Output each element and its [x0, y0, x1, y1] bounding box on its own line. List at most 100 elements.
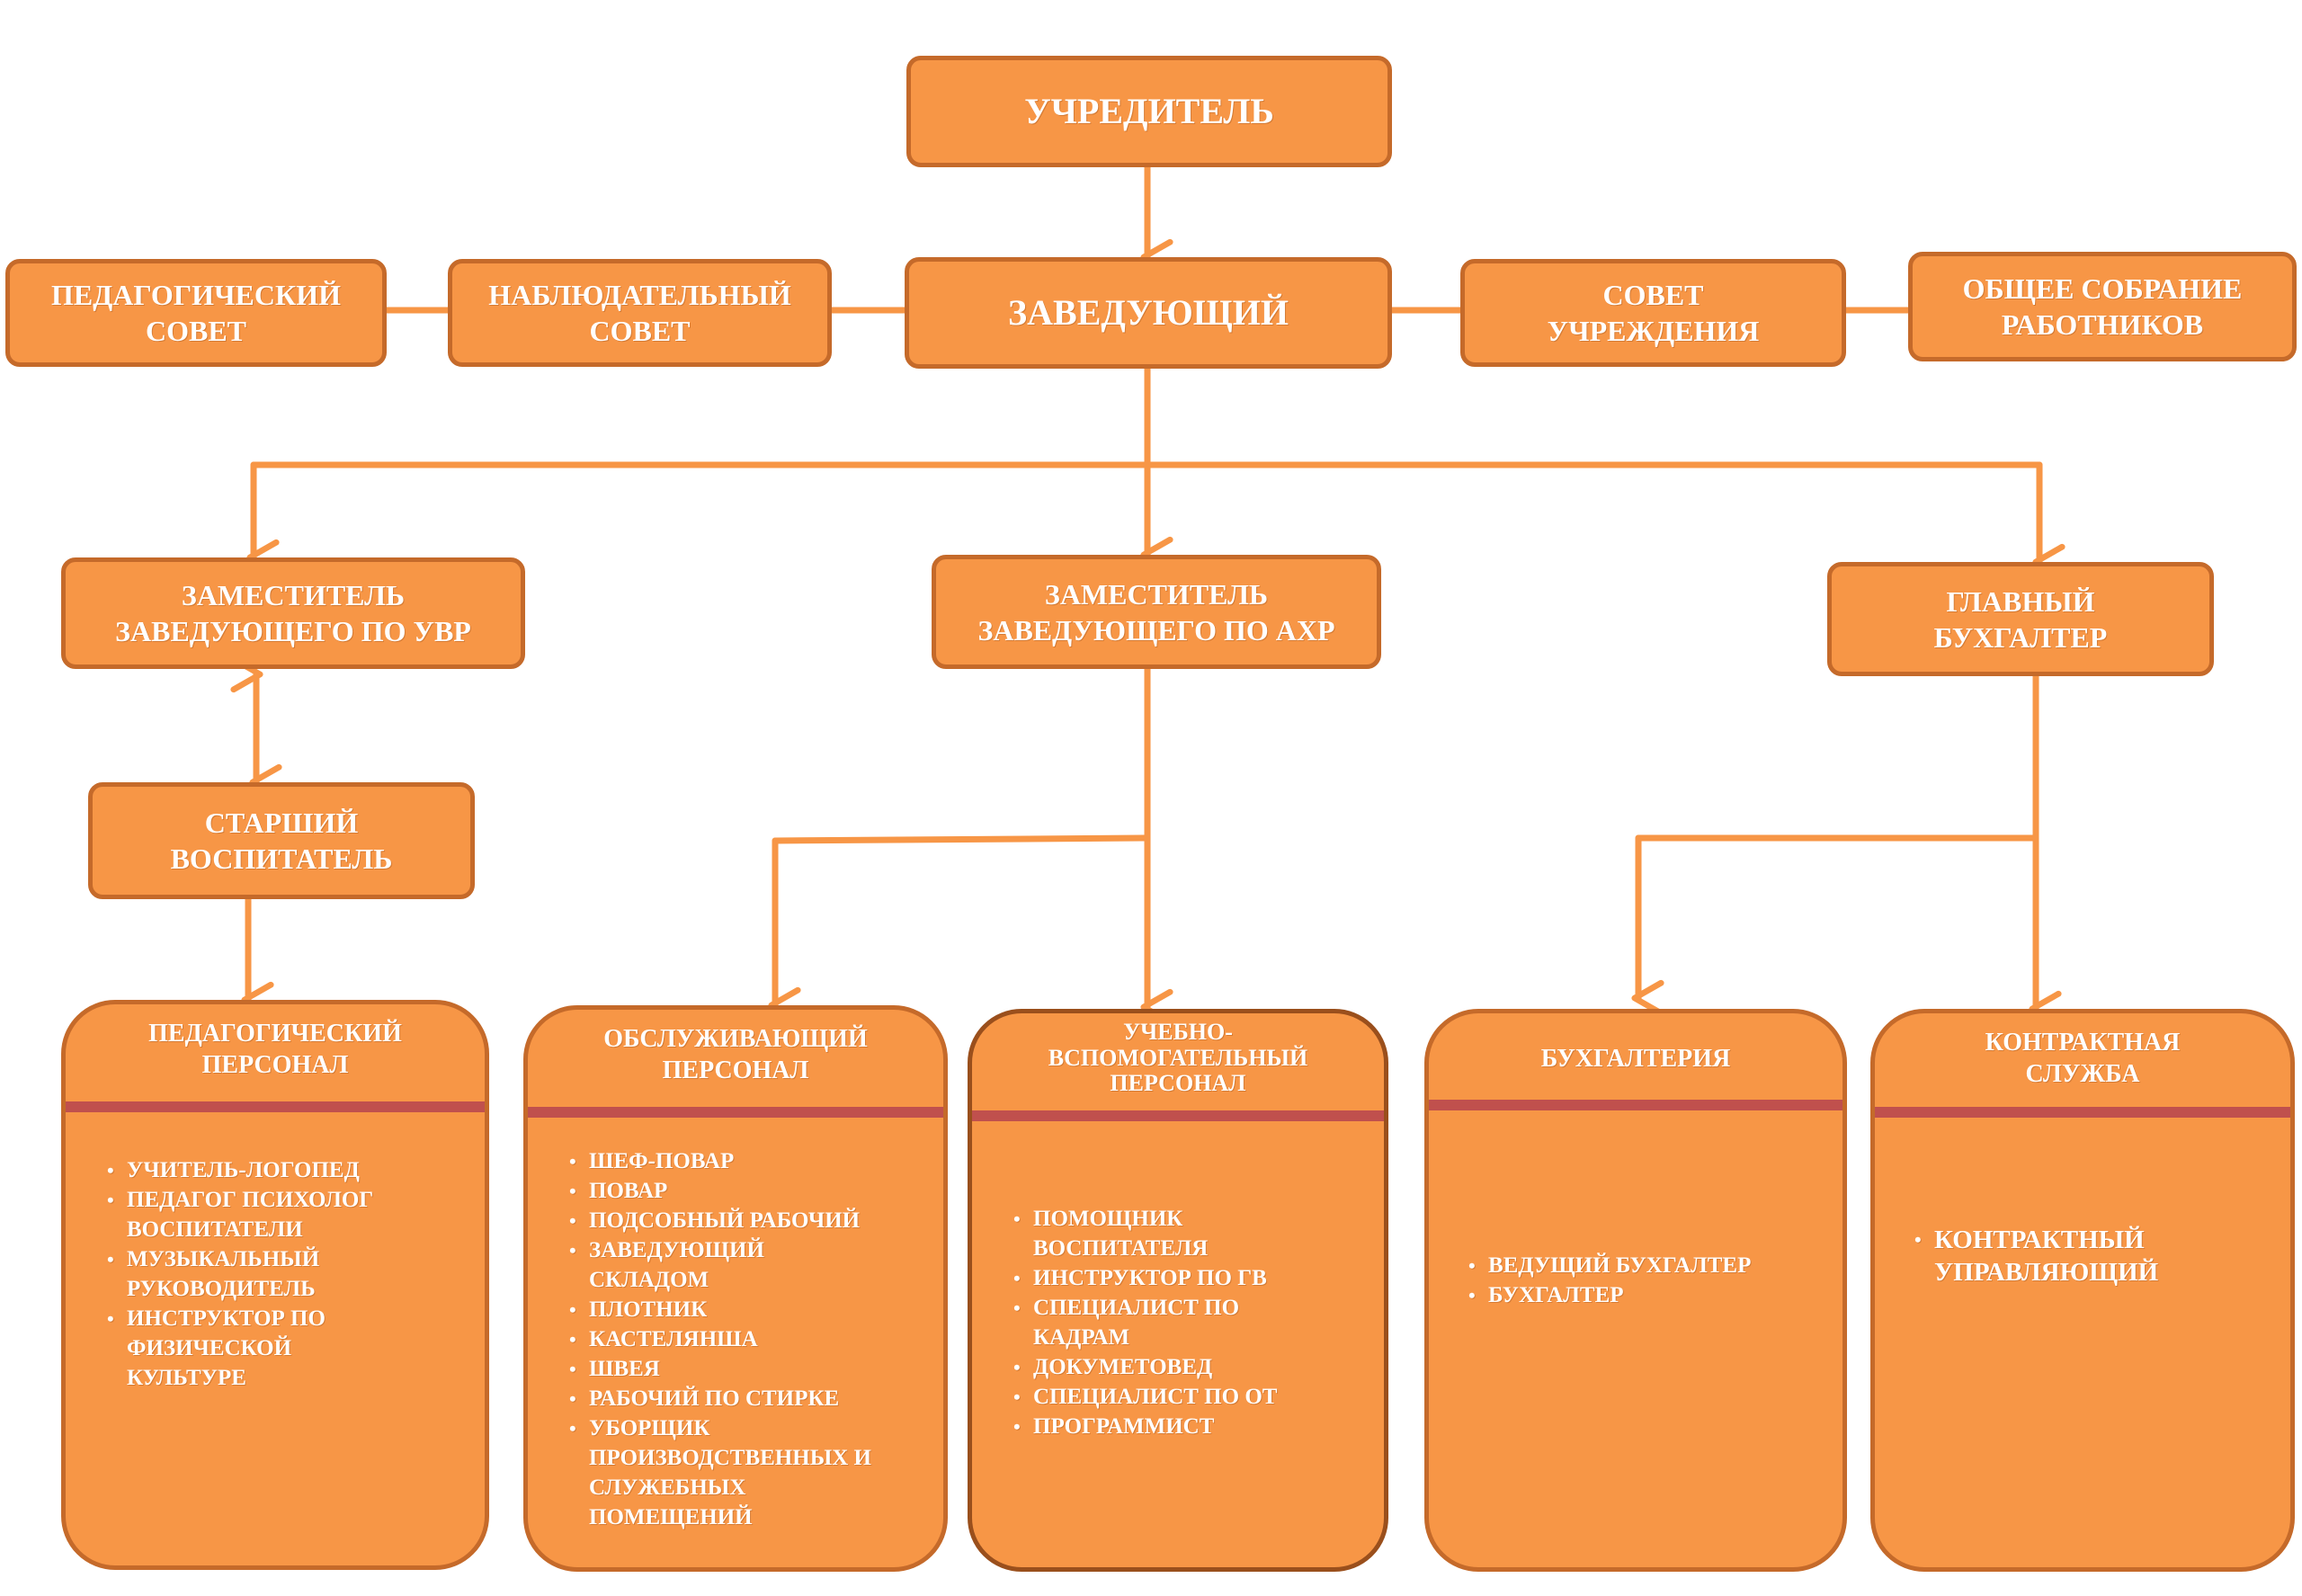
list-item-text: ИНСТРУКТОР ПО	[127, 1306, 326, 1331]
ped-council-line-2: СОВЕТ	[145, 315, 247, 347]
contract-service-title-line-2: СЛУЖБА	[2025, 1060, 2140, 1088]
list-item-text: СПЕЦИАЛИСТ ПО	[1033, 1296, 1240, 1320]
accounting-list: ВЕДУЩИЙ БУХГАЛТЕР БУХГАЛТЕР	[1429, 1251, 1842, 1310]
list-item-text: СПЕЦИАЛИСТ ПО ОТ	[1033, 1385, 1278, 1409]
list-item-text: ШВЕЯ	[589, 1357, 660, 1381]
list-item-text: ПОВАР	[589, 1179, 668, 1203]
deputy-ahr-box: ЗАМЕСТИТЕЛЬ ЗАВЕДУЮЩЕГО ПО АХР	[932, 555, 1381, 669]
support-staff-title-line-3: ПЕРСОНАЛ	[1110, 1070, 1246, 1097]
line-ahr-horizontal	[772, 834, 1151, 844]
ped-staff-panel: ПЕДАГОГИЧЕСКИЙ ПЕРСОНАЛ УЧИТЕЛЬ-ЛОГОПЕД …	[61, 1000, 489, 1570]
list-item: ШВЕЯ	[569, 1354, 916, 1384]
general-meeting-line-2: РАБОТНИКОВ	[2001, 308, 2204, 341]
support-staff-list: ПОМОЩНИК ВОСПИТАТЕЛЯ ИНСТРУКТОР ПО ГВ СП…	[972, 1204, 1384, 1441]
support-staff-title-line-2: ВСПОМОГАТЕЛЬНЫЙ	[1048, 1044, 1308, 1071]
list-item-text: ПРОГРАММИСТ	[1033, 1414, 1215, 1439]
senior-educator-box: СТАРШИЙ ВОСПИТАТЕЛЬ	[88, 782, 475, 899]
contract-service-panel: КОНТРАКТНАЯ СЛУЖБА КОНТРАКТНЫЙ УПРАВЛЯЮЩ…	[1870, 1009, 2295, 1572]
list-item-text: БУХГАЛТЕР	[1488, 1283, 1624, 1307]
list-item: ПЕДАГОГ ПСИХОЛОГ ВОСПИТАТЕЛИ	[107, 1185, 458, 1244]
list-item: КАСТЕЛЯНША	[569, 1324, 916, 1354]
list-item: СПЕЦИАЛИСТ ПО ОТ	[1013, 1382, 1357, 1412]
general-meeting-line-1: ОБЩЕЕ СОБРАНИЕ	[1962, 272, 2243, 305]
support-staff-title: УЧЕБНО- ВСПОМОГАТЕЛЬНЫЙ ПЕРСОНАЛ	[972, 1013, 1384, 1103]
deputy-ahr-line-1: ЗАМЕСТИТЕЛЬ	[1044, 577, 1269, 611]
head-box: ЗАВЕДУЮЩИЙ	[905, 257, 1392, 369]
accounting-title-line-1: БУХГАЛТЕРИЯ	[1540, 1044, 1731, 1073]
list-item: КОНТРАКТНЫЙ УПРАВЛЯЮЩИЙ	[1914, 1224, 2263, 1288]
list-item-text: УБОРЩИК	[589, 1416, 710, 1440]
support-staff-panel: УЧЕБНО- ВСПОМОГАТЕЛЬНЫЙ ПЕРСОНАЛ ПОМОЩНИ…	[968, 1009, 1388, 1572]
list-item: МУЗЫКАЛЬНЫЙ РУКОВОДИТЕЛЬ	[107, 1244, 458, 1304]
list-item-text: ИНСТРУКТОР ПО ГВ	[1033, 1266, 1267, 1290]
list-item: ШЕФ-ПОВАР	[569, 1146, 916, 1176]
list-item-text: ПРОИЗВОДСТВЕННЫХ И	[589, 1446, 872, 1470]
list-item: РАБОЧИЙ ПО СТИРКЕ	[569, 1384, 916, 1413]
list-item-text: ШЕФ-ПОВАР	[589, 1149, 735, 1173]
list-item: ВЕДУЩИЙ БУХГАЛТЕР	[1468, 1251, 1816, 1280]
list-item-text: РУКОВОДИТЕЛЬ	[127, 1277, 316, 1301]
list-item: ПОДСОБНЫЙ РАБОЧИЙ	[569, 1206, 916, 1235]
supervisory-council-box: НАБЛЮДАТЕЛЬНЫЙ СОВЕТ	[448, 259, 832, 367]
supervisory-council-line-1: НАБЛЮДАТЕЛЬНЫЙ	[488, 279, 791, 311]
service-staff-separator	[528, 1107, 943, 1118]
support-staff-separator	[972, 1110, 1384, 1121]
ped-staff-title: ПЕДАГОГИЧЕСКИЙ ПЕРСОНАЛ	[66, 1004, 485, 1094]
service-staff-title: ОБСЛУЖИВАЮЩИЙ ПЕРСОНАЛ	[528, 1010, 943, 1100]
list-item: ЗАВЕДУЮЩИЙ СКЛАДОМ	[569, 1235, 916, 1295]
list-item-text: СЛУЖЕБНЫХ	[589, 1476, 746, 1500]
institution-council-box: СОВЕТ УЧРЕЖДЕНИЯ	[1460, 259, 1846, 367]
list-item-text: СКЛАДОМ	[589, 1268, 709, 1292]
service-staff-list: ШЕФ-ПОВАР ПОВАР ПОДСОБНЫЙ РАБОЧИЙ ЗАВЕДУ…	[528, 1146, 943, 1532]
deputy-ahr-line-2: ЗАВЕДУЮЩЕГО ПО АХР	[977, 613, 1335, 646]
deputy-uvr-box: ЗАМЕСТИТЕЛЬ ЗАВЕДУЮЩЕГО ПО УВР	[61, 557, 525, 669]
chief-accountant-line-1: ГЛАВНЫЙ	[1946, 584, 2095, 618]
list-item-text: МУЗЫКАЛЬНЫЙ	[127, 1247, 320, 1271]
list-item-text: ФИЗИЧЕСКОЙ	[127, 1336, 292, 1360]
supervisory-council-line-2: СОВЕТ	[589, 315, 691, 347]
chief-accountant-box: ГЛАВНЫЙ БУХГАЛТЕР	[1827, 562, 2214, 676]
list-item: ПРОГРАММИСТ	[1013, 1412, 1357, 1441]
service-staff-title-line-1: ОБСЛУЖИВАЮЩИЙ	[603, 1025, 868, 1053]
ped-staff-title-line-2: ПЕРСОНАЛ	[201, 1051, 349, 1079]
list-item: ИНСТРУКТОР ПО ФИЗИЧЕСКОЙ КУЛЬТУРЕ	[107, 1304, 458, 1393]
list-item: ПОМОЩНИК ВОСПИТАТЕЛЯ	[1013, 1204, 1357, 1263]
contract-service-separator	[1875, 1107, 2290, 1118]
list-item-text: КАДРАМ	[1033, 1325, 1130, 1350]
contract-service-title-line-1: КОНТРАКТНАЯ	[1985, 1029, 2181, 1057]
list-item-text: УЧИТЕЛЬ-ЛОГОПЕД	[127, 1158, 360, 1182]
ped-council-box: ПЕДАГОГИЧЕСКИЙ СОВЕТ	[5, 259, 387, 367]
list-item: БУХГАЛТЕР	[1468, 1280, 1816, 1310]
ped-council-line-1: ПЕДАГОГИЧЕСКИЙ	[51, 279, 341, 311]
contract-service-title: КОНТРАКТНАЯ СЛУЖБА	[1875, 1013, 2290, 1103]
list-item-text: ЗАВЕДУЮЩИЙ	[589, 1238, 764, 1262]
founder-label: УЧРЕДИТЕЛЬ	[1024, 91, 1274, 131]
accounting-separator	[1429, 1100, 1842, 1110]
deputy-uvr-line-1: ЗАМЕСТИТЕЛЬ	[181, 579, 406, 611]
list-item-text: КОНТРАКТНЫЙ	[1934, 1226, 2145, 1254]
list-item: ДОКУМЕТОВЕД	[1013, 1352, 1357, 1382]
ped-staff-list: УЧИТЕЛЬ-ЛОГОПЕД ПЕДАГОГ ПСИХОЛОГ ВОСПИТА…	[66, 1155, 485, 1393]
accounting-panel: БУХГАЛТЕРИЯ ВЕДУЩИЙ БУХГАЛТЕР БУХГАЛТЕР	[1424, 1009, 1847, 1572]
list-item-text: ДОКУМЕТОВЕД	[1033, 1355, 1213, 1379]
general-meeting-box: ОБЩЕЕ СОБРАНИЕ РАБОТНИКОВ	[1908, 252, 2297, 361]
list-item-text: УПРАВЛЯЮЩИЙ	[1934, 1258, 2159, 1287]
list-item-text: КАСТЕЛЯНША	[589, 1327, 758, 1351]
senior-educator-line-2: ВОСПИТАТЕЛЬ	[170, 843, 393, 875]
list-item-text: ВЕДУЩИЙ БУХГАЛТЕР	[1488, 1253, 1752, 1278]
list-item: УБОРЩИК ПРОИЗВОДСТВЕННЫХ И СЛУЖЕБНЫХ ПОМ…	[569, 1413, 916, 1532]
list-item: ПОВАР	[569, 1176, 916, 1206]
support-staff-title-line-1: УЧЕБНО-	[1123, 1019, 1233, 1046]
list-item: СПЕЦИАЛИСТ ПО КАДРАМ	[1013, 1293, 1357, 1352]
list-item-text: ВОСПИТАТЕЛИ	[127, 1217, 303, 1242]
institution-council-line-2: УЧРЕЖДЕНИЯ	[1547, 315, 1760, 347]
list-item-text: ПОДСОБНЫЙ РАБОЧИЙ	[589, 1208, 861, 1233]
list-item-text: ПОМЕЩЕНИЙ	[589, 1505, 753, 1529]
ped-staff-separator	[66, 1101, 485, 1112]
list-item-text: РАБОЧИЙ ПО СТИРКЕ	[589, 1386, 840, 1411]
list-item-text: ВОСПИТАТЕЛЯ	[1033, 1236, 1209, 1261]
chief-accountant-line-2: БУХГАЛТЕР	[1933, 620, 2108, 654]
ped-staff-title-line-1: ПЕДАГОГИЧЕСКИЙ	[148, 1020, 402, 1048]
list-item: ПЛОТНИК	[569, 1295, 916, 1324]
